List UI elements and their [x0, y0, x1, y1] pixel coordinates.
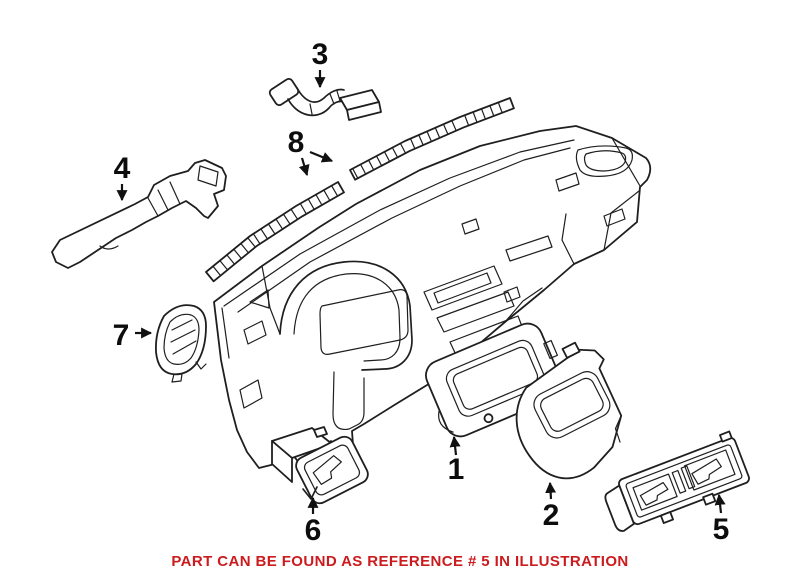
- left-face-seam: [221, 307, 230, 359]
- caption-text: PART CAN BE FOUND AS REFERENCE # 5 IN IL…: [171, 553, 629, 570]
- callout-label-4: 4: [114, 152, 131, 185]
- right-face-seam-2: [504, 287, 543, 323]
- part-7-side-vent-drawing: [155, 304, 207, 383]
- part-4-duct-drawing: [51, 159, 227, 269]
- left-face-hole: [243, 320, 267, 345]
- bezel2-outer: [515, 348, 623, 480]
- cowl-band-line: [223, 139, 575, 307]
- stack-opening-1-slot: [433, 272, 492, 304]
- stack-opening-1: [423, 265, 503, 311]
- face-hole-5: [503, 286, 521, 303]
- steering-column-cutout: [332, 371, 365, 431]
- duct4-scoop-inner: [197, 165, 219, 187]
- vent5-left-slot: [639, 481, 669, 506]
- callout-label-8: 8: [288, 126, 305, 159]
- vent7-outer: [155, 304, 207, 376]
- arrow-to-part-1: [449, 435, 461, 456]
- arrow-to-part-8-right: [309, 150, 334, 163]
- vent5-end-cap: [604, 484, 635, 532]
- callout-labels: 3 4 8 7 6 1 2 5: [113, 38, 730, 547]
- vent5-foot-right: [702, 492, 717, 506]
- vent6-bezel-inner: [303, 444, 361, 496]
- duct4-seams: [99, 181, 181, 250]
- right-face-seam-1: [561, 213, 575, 265]
- duct-left-flange: [268, 78, 300, 106]
- vent6-vane: [312, 455, 342, 485]
- part-2-bezel-drawing: [515, 341, 623, 480]
- bezel2-opening-inner: [540, 377, 604, 432]
- trim-strip-right-segments: [352, 101, 503, 179]
- dashboard-assembly-drawing: [213, 125, 652, 469]
- part-5-vent-assembly-drawing: [604, 430, 750, 532]
- vent5-right-slot: [691, 458, 722, 485]
- duct4-outline: [51, 159, 227, 269]
- vent5-control-rocker-1: [671, 469, 687, 494]
- arrow-to-part-2: [545, 481, 557, 500]
- speaker-cutout-outer: [575, 145, 633, 177]
- arrow-to-part-5: [714, 493, 726, 514]
- vent5-control-rocker-2: [680, 465, 696, 490]
- bezel2-seam: [614, 415, 622, 443]
- bezel1-opening-outer: [445, 339, 546, 417]
- part-6-center-vent-drawing: [271, 426, 369, 505]
- cluster-hood-outer: [279, 260, 413, 371]
- face-hole-4: [603, 208, 626, 227]
- bezel2-top-tab: [561, 341, 581, 359]
- face-hole-3: [555, 172, 580, 192]
- callout-label-2: 2: [543, 499, 560, 532]
- callout-label-5: 5: [713, 513, 730, 546]
- vent5-foot-left: [659, 511, 674, 524]
- hood-side-seam: [261, 265, 281, 335]
- vent7-inner: [163, 313, 200, 365]
- arrow-to-part-8-left: [298, 157, 310, 177]
- speaker-cutout-inner: [583, 150, 627, 172]
- vent5-outer-frame: [618, 436, 750, 526]
- vent5-inner-frame: [625, 444, 743, 518]
- right-corner-facet: [611, 137, 641, 187]
- bezel1-side-tab: [543, 339, 558, 359]
- vent6-back-box-side: [271, 440, 293, 483]
- bezel1-opening-inner: [452, 346, 539, 410]
- vent7-feet: [171, 361, 207, 383]
- bezel1-screw-ear-left: [483, 413, 494, 424]
- face-hole-2: [505, 235, 553, 262]
- vent5-top-tab: [719, 430, 733, 443]
- callout-label-7: 7: [113, 319, 130, 352]
- vent6-tab: [313, 426, 328, 438]
- cowl-band-line-2: [237, 147, 571, 313]
- trim-strip-left-segments: [205, 185, 339, 282]
- vent5-right-panel: [683, 449, 736, 491]
- duct-corrugation: [309, 90, 341, 115]
- vent7-louvers: [170, 319, 197, 355]
- bezel1-lobe: [438, 409, 454, 433]
- face-hole-1: [461, 218, 480, 235]
- callout-label-3: 3: [312, 38, 329, 71]
- bezel2-opening-outer: [533, 371, 611, 439]
- cluster-opening: [319, 289, 409, 355]
- callout-arrows: [116, 70, 726, 514]
- vent5-left-panel: [632, 473, 678, 511]
- part-8-trim-strips-drawing: [205, 97, 515, 283]
- duct-tube-bottom: [287, 98, 345, 117]
- right-corner-step: [603, 190, 640, 251]
- stack-opening-2: [436, 291, 515, 333]
- callout-label-6: 6: [305, 514, 322, 547]
- part-3-duct-drawing: [268, 78, 382, 121]
- cluster-hood-inner: [293, 273, 401, 362]
- duct-right-flange-side: [346, 101, 382, 121]
- callout-label-1: 1: [448, 453, 465, 486]
- knee-bolster-tab: [239, 379, 263, 409]
- duct-tube-top: [296, 87, 345, 103]
